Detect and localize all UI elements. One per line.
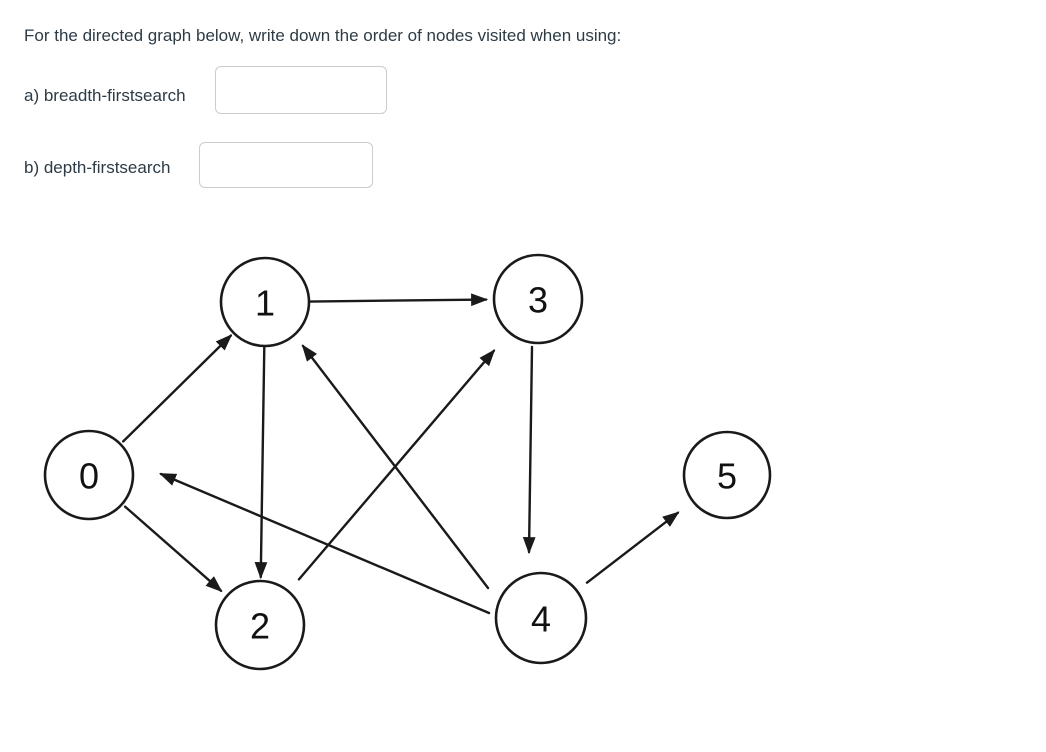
graph-node-1	[219, 256, 311, 348]
graph-edge-1-2	[254, 344, 268, 580]
graph-node-2	[214, 579, 306, 671]
graph-node-label-0: 0	[79, 456, 99, 497]
graph-edge-3-4	[522, 345, 536, 555]
graph-edge-4-1	[301, 344, 490, 590]
dfs-answer-input[interactable]	[199, 142, 373, 188]
graph-node-4	[494, 571, 588, 665]
graph-edge-4-5	[585, 511, 680, 584]
graph-node-label-1: 1	[255, 283, 275, 324]
graph-edge-4-0	[159, 472, 491, 615]
graph-edge-0-2	[123, 505, 223, 593]
graph-node-0	[43, 429, 135, 521]
graph-edge-1-3	[307, 293, 489, 307]
question-prompt: For the directed graph below, write down…	[24, 26, 622, 45]
bfs-label: a) breadth-firstsearch	[24, 86, 186, 105]
graph-node-3	[492, 253, 584, 345]
graph-node-label-3: 3	[528, 280, 548, 321]
graph-node-label-5: 5	[717, 456, 737, 497]
graph-edge-2-3	[297, 349, 496, 581]
bfs-answer-input[interactable]	[215, 66, 387, 114]
dfs-label: b) depth-firstsearch	[24, 158, 171, 177]
graph-node-5	[682, 430, 772, 520]
graph-node-label-2: 2	[250, 606, 270, 647]
graph-node-label-4: 4	[531, 599, 551, 640]
graph-edge-0-1	[122, 334, 233, 443]
